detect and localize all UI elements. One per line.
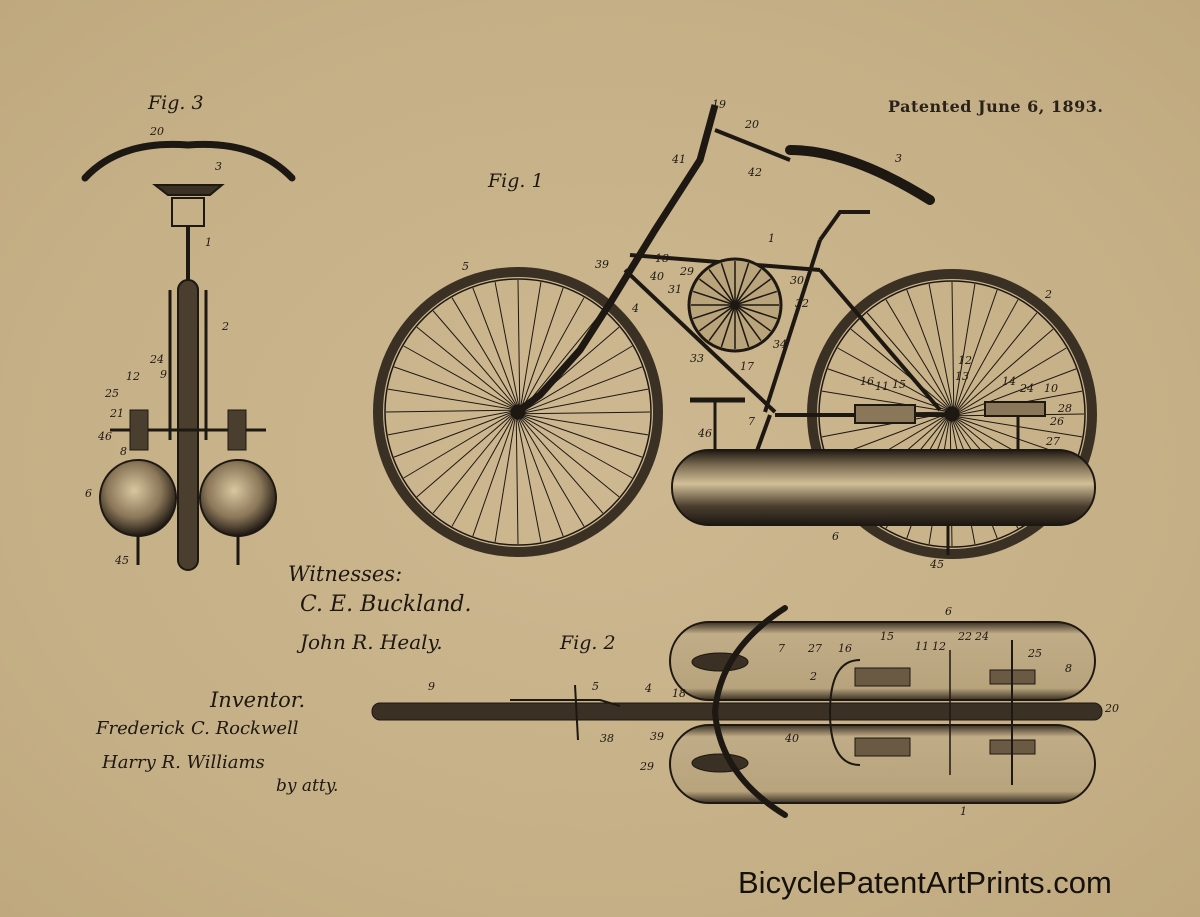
- reference-numeral: 25: [1027, 647, 1042, 660]
- reference-numeral: 38: [600, 732, 614, 745]
- reference-numeral: 33: [690, 352, 704, 365]
- reference-numeral: 12: [932, 640, 946, 653]
- fig1-bicycle-side-view: [378, 105, 1095, 555]
- reference-numeral: 10: [1044, 382, 1058, 395]
- witness-signature-2: John R. Healy.: [300, 630, 443, 654]
- reference-numeral: 29: [679, 265, 694, 278]
- reference-numeral: 24: [974, 630, 989, 643]
- reference-numeral: 3: [215, 160, 222, 173]
- reference-numeral: 46: [697, 427, 712, 440]
- attorney-suffix: by atty.: [276, 776, 338, 796]
- reference-numeral: 46: [97, 430, 112, 443]
- reference-numeral: 18: [672, 687, 686, 700]
- reference-numeral: 20: [744, 118, 759, 131]
- witness-signature-1: C. E. Buckland.: [300, 592, 471, 617]
- reference-numeral: 18: [655, 252, 669, 265]
- reference-numeral: 8: [120, 445, 127, 458]
- gear-wheel: [689, 259, 781, 351]
- reference-numeral: 15: [880, 630, 894, 643]
- reference-numeral: 20: [149, 125, 164, 138]
- reference-numeral: 2: [1044, 288, 1052, 301]
- right-float: [200, 460, 276, 536]
- reference-numeral: 1: [768, 232, 775, 245]
- reference-numeral: 6: [945, 605, 952, 618]
- reference-numeral: 13: [955, 370, 969, 383]
- reference-numeral: 25: [104, 387, 119, 400]
- patent-date: Patented June 6, 1893.: [888, 97, 1103, 116]
- reference-numeral: 41: [671, 153, 686, 166]
- reference-numeral: 9: [428, 680, 435, 693]
- inventor-signature: Frederick C. Rockwell: [96, 718, 299, 739]
- reference-numeral: 40: [649, 270, 664, 283]
- reference-numeral: 11: [915, 640, 929, 653]
- reference-numeral: 16: [860, 375, 874, 388]
- reference-numeral: 45: [114, 554, 129, 567]
- reference-numeral: 4: [631, 302, 639, 315]
- reference-numeral: 24: [1019, 382, 1034, 395]
- front-wheel: [378, 272, 658, 552]
- reference-numeral: 26: [1049, 415, 1064, 428]
- reference-numeral: 16: [838, 642, 852, 655]
- attorney-signature: Harry R. Williams: [102, 752, 265, 773]
- reference-numeral: 17: [740, 360, 754, 373]
- fig3-front-view: [85, 144, 292, 570]
- reference-numeral: 6: [85, 487, 92, 500]
- reference-numeral: 31: [668, 283, 682, 296]
- reference-numeral: 12: [126, 370, 140, 383]
- reference-numeral: 15: [892, 378, 906, 391]
- reference-numeral: 20: [1104, 702, 1119, 715]
- reference-numeral: 5: [462, 260, 469, 273]
- reference-numeral: 7: [778, 642, 785, 655]
- reference-numeral: 42: [747, 166, 762, 179]
- reference-numeral: 1: [205, 236, 212, 249]
- reference-numeral: 32: [795, 297, 809, 310]
- reference-numeral: 24: [149, 353, 164, 366]
- reference-numeral: 21: [109, 407, 124, 420]
- fig3-label: Fig. 3: [148, 92, 204, 114]
- reference-numeral: 27: [1045, 435, 1060, 448]
- reference-numeral: 39: [595, 258, 609, 271]
- reference-numeral: 12: [958, 354, 972, 367]
- reference-numeral: 2: [221, 320, 229, 333]
- reference-numeral: 7: [748, 415, 755, 428]
- reference-numeral: 29: [639, 760, 654, 773]
- reference-numeral: 30: [790, 274, 804, 287]
- reference-numeral: 34: [773, 338, 787, 351]
- reference-numeral: 28: [1057, 402, 1072, 415]
- reference-numeral: 3: [895, 152, 902, 165]
- reference-numeral: 19: [712, 98, 726, 111]
- reference-numeral: 2: [809, 670, 817, 683]
- witnesses-label: Witnesses:: [288, 562, 402, 586]
- reference-numeral: 14: [1002, 375, 1016, 388]
- left-float: [100, 460, 176, 536]
- reference-numeral: 4: [644, 682, 652, 695]
- watermark: BicyclePatentArtPrints.com: [738, 865, 1112, 901]
- reference-numeral: 45: [929, 558, 944, 571]
- reference-numeral: 1: [960, 805, 967, 818]
- inventor-label: Inventor.: [210, 688, 305, 712]
- reference-numeral: 8: [1065, 662, 1072, 675]
- reference-numeral: 27: [807, 642, 822, 655]
- reference-numeral: 40: [784, 732, 799, 745]
- fig2-top-view: [372, 608, 1102, 815]
- reference-numeral: 9: [160, 368, 167, 381]
- fig1-label: Fig. 1: [488, 170, 544, 192]
- fig2-label: Fig. 2: [560, 632, 616, 654]
- reference-numeral: 11: [875, 380, 889, 393]
- reference-numeral: 5: [592, 680, 599, 693]
- reference-numeral: 6: [832, 530, 839, 543]
- reference-numeral: 39: [650, 730, 664, 743]
- reference-numeral: 22: [957, 630, 972, 643]
- float-tube: [672, 450, 1095, 525]
